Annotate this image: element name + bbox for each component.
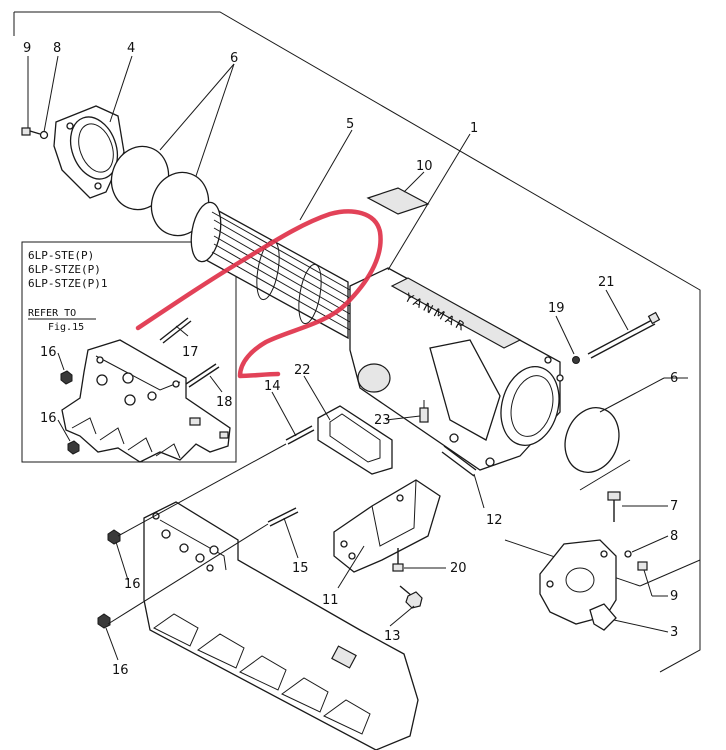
inset-refer-label: REFER TO xyxy=(28,308,76,319)
callout-17: 17 xyxy=(182,345,199,360)
part-22-gasket xyxy=(317,405,393,475)
callout-5: 5 xyxy=(346,117,354,132)
callout-16-b: 16 xyxy=(112,663,129,678)
callout-9-right: 9 xyxy=(670,589,678,604)
part-9-bolt-right xyxy=(637,561,648,571)
callout-8-right: 8 xyxy=(670,529,678,544)
callout-numbers: 9 8 4 6 5 1 10 21 19 17 16 18 16 14 22 6… xyxy=(23,41,678,678)
part-16-nut-b xyxy=(97,613,111,629)
callout-22: 22 xyxy=(294,363,311,378)
part-6-oring-3 xyxy=(564,407,620,473)
callout-6-right: 6 xyxy=(670,371,678,386)
part-12-hose xyxy=(441,445,477,477)
part-23-drain-cock xyxy=(419,400,429,423)
leader-lines xyxy=(27,55,688,661)
part-11-bracket xyxy=(333,479,441,573)
callout-16-inset-bottom: 16 xyxy=(40,411,57,426)
part-5-tube-bundle xyxy=(190,201,351,340)
part-1-cooler-body: YANMAR xyxy=(349,267,564,471)
callout-9-top: 9 xyxy=(23,41,31,56)
part-15-stud xyxy=(267,507,299,527)
part-7-bolt xyxy=(607,491,621,522)
callout-14: 14 xyxy=(264,379,281,394)
inset-box: 6LP-STE(P) 6LP-STZE(P) 6LP-STZE(P)1 REFE… xyxy=(21,241,237,463)
callout-19: 19 xyxy=(548,301,565,316)
callout-6-top: 6 xyxy=(230,51,238,66)
callout-13: 13 xyxy=(384,629,401,644)
part-10-label-plate xyxy=(366,187,430,215)
inset-refer-figure: Fig.15 xyxy=(48,322,84,333)
callout-12: 12 xyxy=(486,513,503,528)
callout-21: 21 xyxy=(598,275,615,290)
callout-20: 20 xyxy=(450,561,467,576)
part-9-bolt-top xyxy=(21,127,41,136)
part-13-bolt xyxy=(399,585,423,609)
callout-10: 10 xyxy=(416,159,433,174)
part-14-stud xyxy=(285,425,315,445)
inset-stud-18 xyxy=(185,363,220,388)
part-4-cover xyxy=(53,105,125,199)
red-annotation-arrow xyxy=(135,209,383,379)
callout-1: 1 xyxy=(470,121,478,136)
callout-16-inset-top: 16 xyxy=(40,345,57,360)
callout-23: 23 xyxy=(374,413,391,428)
inset-model-2: 6LP-STZE(P) xyxy=(28,263,101,276)
callout-3: 3 xyxy=(670,625,678,640)
callout-16-a: 16 xyxy=(124,577,141,592)
part-16-nut-a xyxy=(107,529,121,545)
part-21-long-bolt xyxy=(587,311,661,359)
part-3-elbow-cover xyxy=(539,539,617,631)
callout-11: 11 xyxy=(322,593,339,608)
part-8-washer-top xyxy=(39,130,49,140)
callout-8-top: 8 xyxy=(53,41,61,56)
inset-model-3: 6LP-STZE(P)1 xyxy=(28,277,107,290)
assembly-boundary-lines xyxy=(13,11,701,673)
inset-manifold xyxy=(61,339,231,463)
part-8-washer-right xyxy=(624,550,632,558)
part-20-bolt xyxy=(392,548,404,572)
callout-18: 18 xyxy=(216,395,233,410)
callout-7: 7 xyxy=(670,499,678,514)
inset-model-1: 6LP-STE(P) xyxy=(28,249,94,262)
inset-nut-upper xyxy=(60,370,73,385)
callout-15: 15 xyxy=(292,561,309,576)
main-manifold xyxy=(143,501,419,750)
part-19-washer xyxy=(572,356,580,364)
inset-nut-lower xyxy=(67,440,80,455)
callout-4: 4 xyxy=(127,41,135,56)
inset-stud-17 xyxy=(159,317,192,344)
